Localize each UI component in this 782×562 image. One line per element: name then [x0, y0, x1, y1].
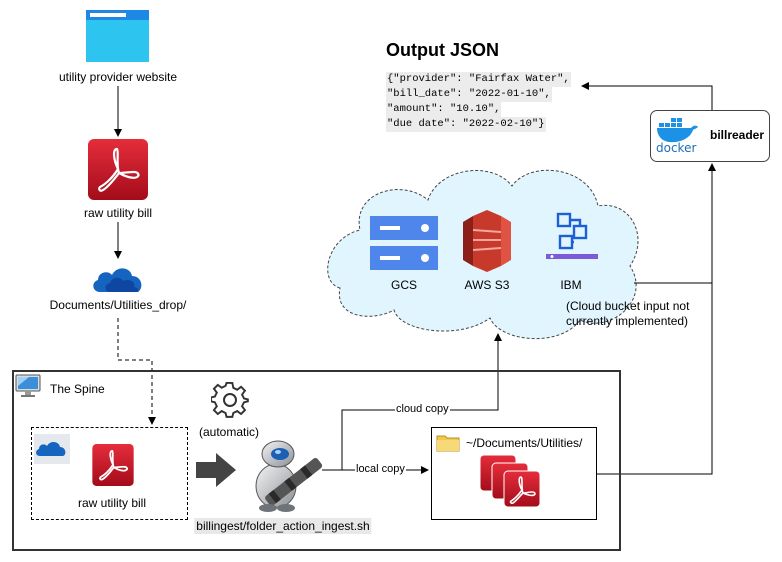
utilities-folder-box [431, 427, 597, 520]
aws-s3-icon [463, 210, 511, 272]
docker-whale-icon [655, 115, 699, 145]
edge-label-local-copy: local copy [355, 463, 406, 475]
ibm-label: IBM [560, 278, 582, 292]
json-line: {"provider": "Fairfax Water", [386, 72, 571, 87]
raw-bill-top-label: raw utility bill [83, 206, 153, 220]
ibm-cloud-icon [546, 212, 598, 266]
pdf-stack-icon [479, 454, 546, 511]
output-json-code: {"provider": "Fairfax Water", "bill_date… [386, 72, 571, 132]
automatic-label: (automatic) [198, 425, 260, 439]
spine-drop-box [31, 427, 188, 520]
json-line: "bill_date": "2022-01-10", [386, 87, 552, 102]
docker-wordmark: docker [656, 141, 697, 155]
billreader-box: docker billreader [650, 110, 770, 162]
json-line: "amount": "10.10", [386, 102, 502, 117]
big-flow-arrow [196, 453, 236, 487]
pdf-icon [88, 139, 148, 200]
gcs-icon [370, 216, 438, 270]
json-line: "due date": "2022-02-10"} [386, 117, 546, 132]
drop-folder-label: Documents/Utilities_drop/ [49, 298, 187, 312]
cloud-note-line1: (Cloud bucket input not [566, 299, 690, 313]
onedrive-cloud-icon [34, 434, 70, 464]
raw-bill-spine-label: raw utility bill [77, 496, 147, 510]
gear-icon [210, 381, 249, 419]
cloud-note-line2: currently implemented) [566, 314, 689, 328]
billreader-label: billreader [710, 128, 765, 142]
onedrive-cloud-icon [90, 262, 146, 294]
folder-icon [436, 432, 460, 452]
spine-container [12, 370, 621, 551]
pdf-icon [92, 444, 134, 486]
browser-window-icon [86, 10, 149, 62]
automator-script-label: billingest/folder_action_ingest.sh [194, 518, 372, 534]
gcs-label: GCS [390, 278, 418, 292]
edge-label-cloud-copy: cloud copy [395, 403, 450, 415]
spine-label: The Spine [50, 382, 105, 396]
s3-label: AWS S3 [464, 278, 510, 292]
automator-robot-icon [246, 436, 328, 514]
computer-monitor-icon [15, 374, 41, 398]
output-json-title: Output JSON [386, 40, 499, 60]
utilities-folder-label: ~/Documents/Utilities/ [466, 436, 583, 450]
website-label: utility provider website [58, 70, 178, 84]
